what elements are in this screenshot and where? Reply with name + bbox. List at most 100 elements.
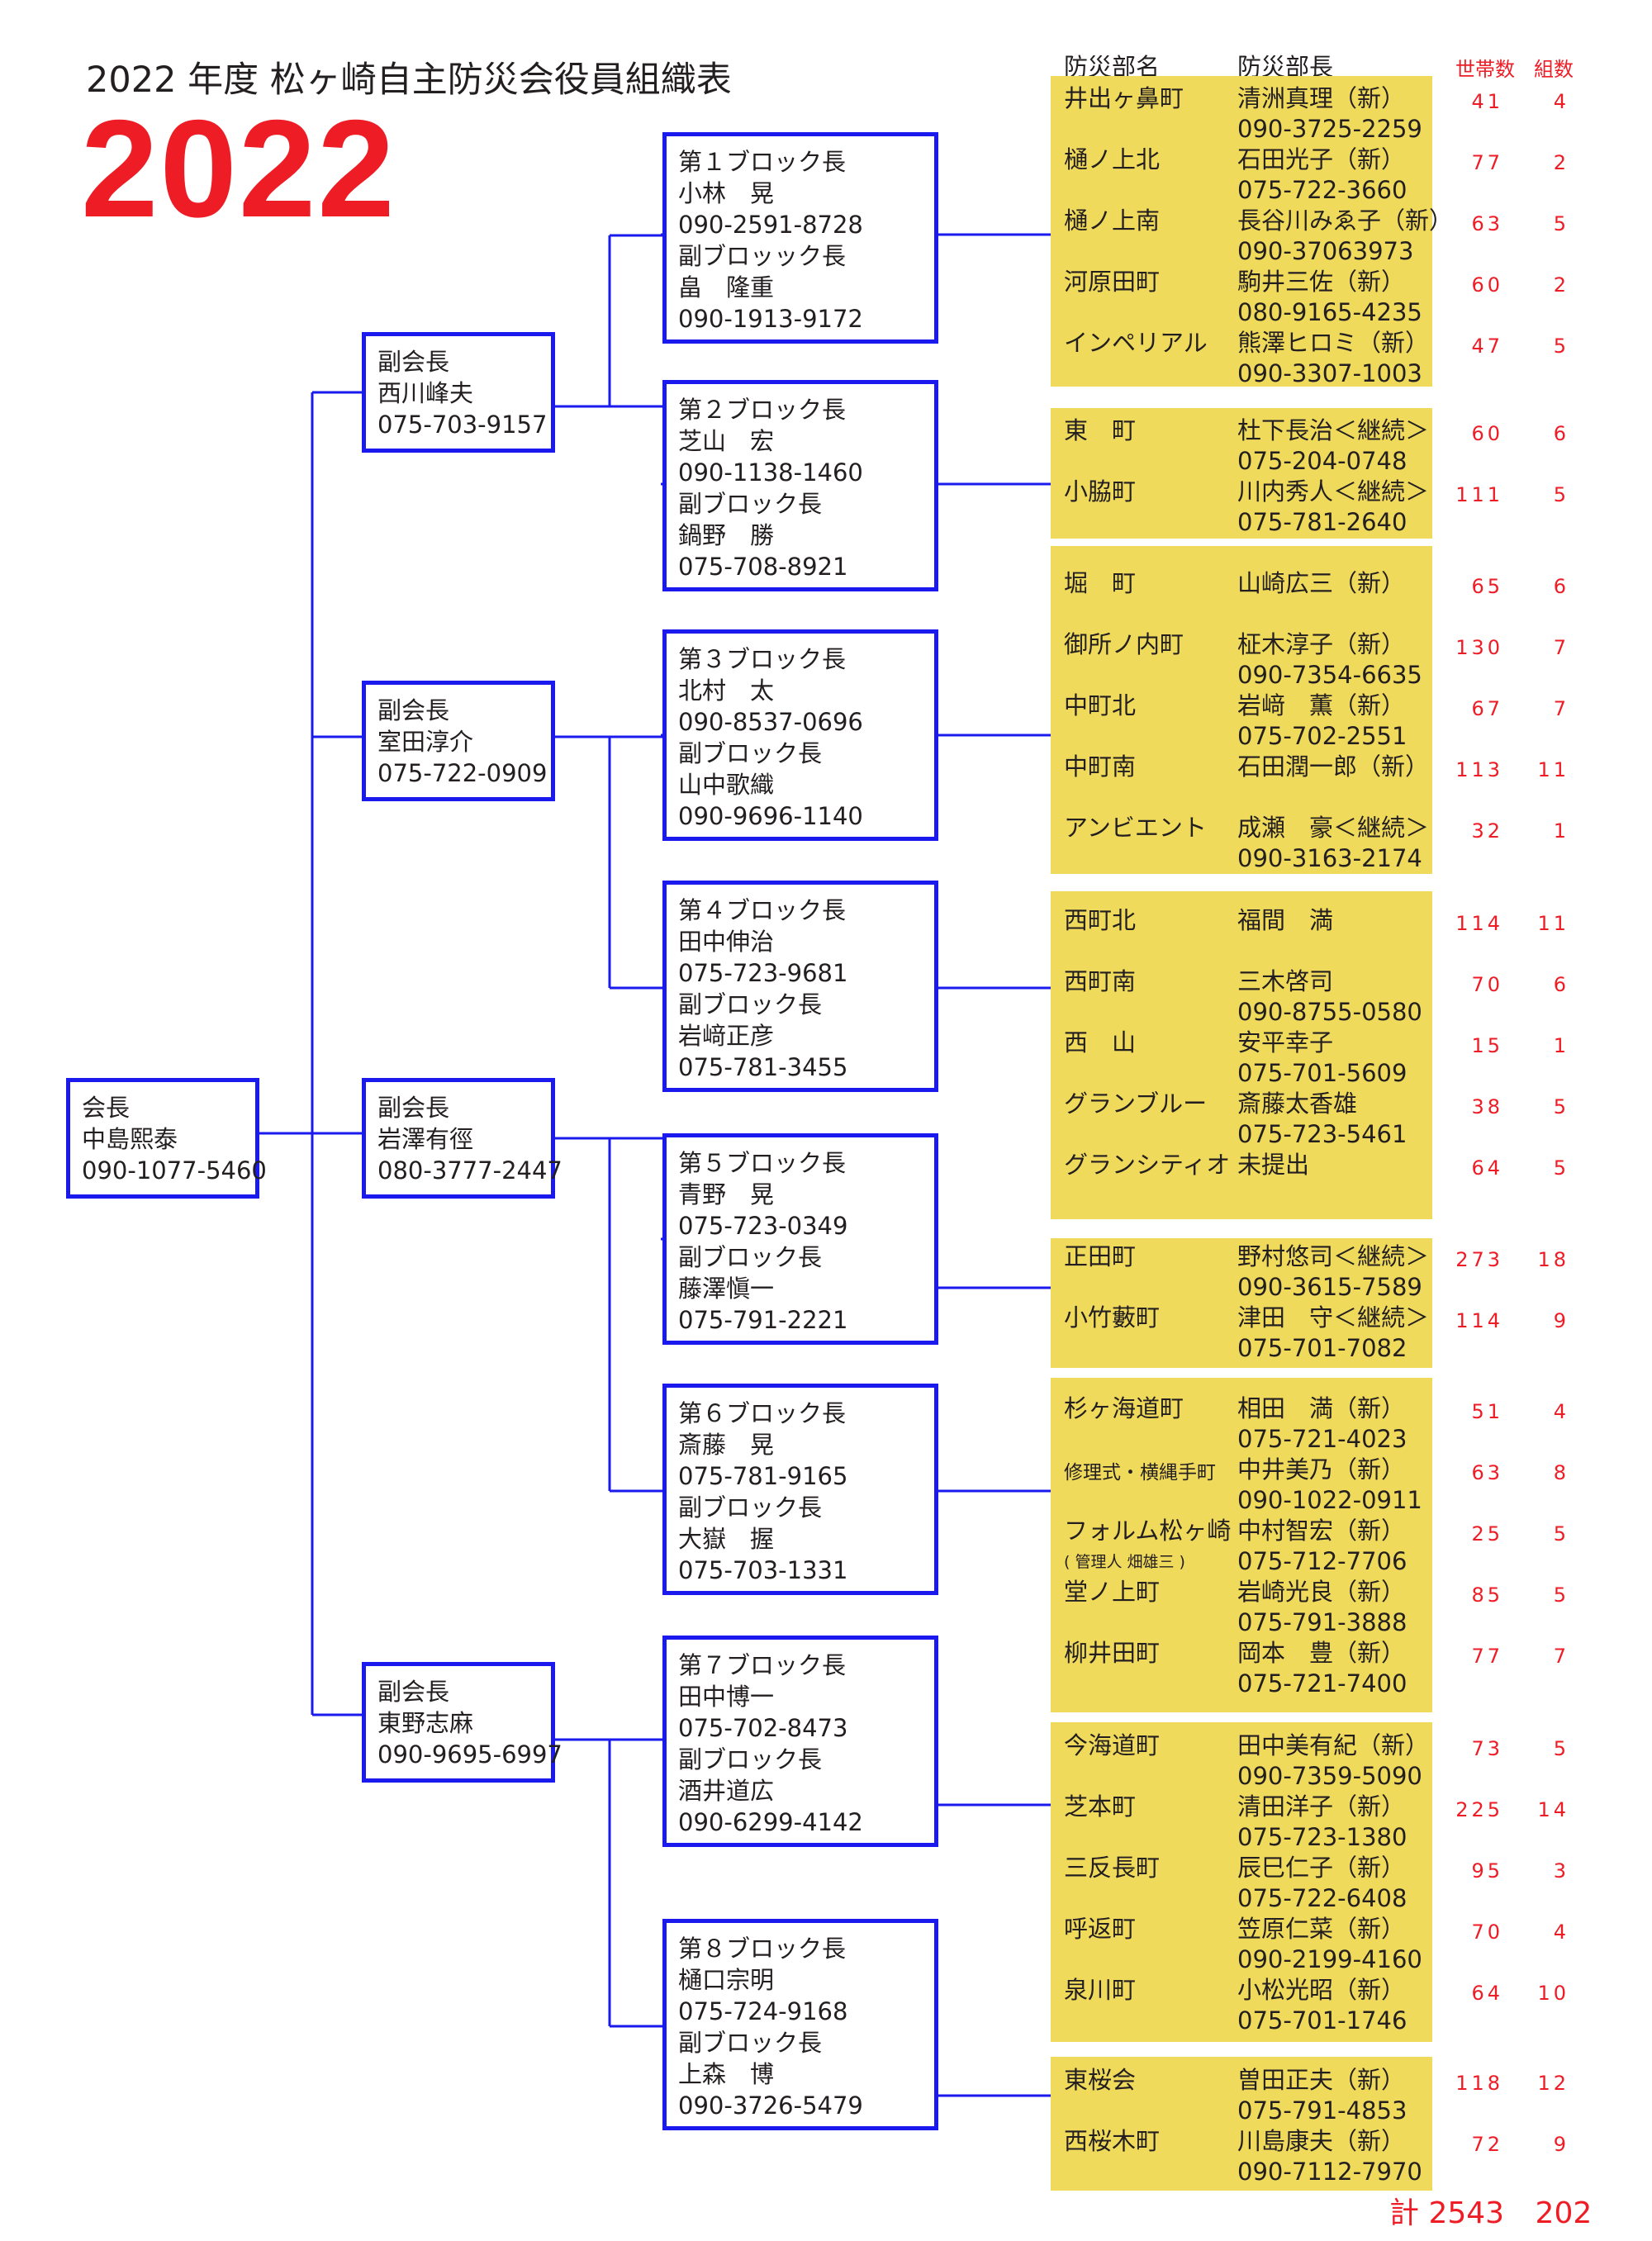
district-phone: 075-781-2640 xyxy=(1237,508,1408,536)
district-groups: 18 xyxy=(1537,1248,1569,1271)
district-phone: 075-204-0748 xyxy=(1237,447,1408,475)
big-year: 2022 xyxy=(81,91,396,246)
district-households: 41 xyxy=(1471,90,1503,113)
district-households: 130 xyxy=(1455,636,1503,659)
district-households: 70 xyxy=(1471,1921,1503,1944)
district-dept: 西 山 xyxy=(1064,1028,1137,1056)
district-phone: 075-712-7706 xyxy=(1237,1547,1408,1575)
district-head: 成瀬 豪＜継続＞ xyxy=(1237,814,1430,842)
district-panel-7 xyxy=(1051,1722,1432,2042)
district-head: 岩崎光良（新） xyxy=(1237,1578,1406,1606)
district-households: 64 xyxy=(1471,1156,1503,1180)
block-sub-phone: 075-791-2221 xyxy=(678,1306,848,1334)
district-phone: 090-1022-0911 xyxy=(1237,1486,1422,1514)
district-phone: 075-701-7082 xyxy=(1237,1334,1408,1362)
district-phone: 075-721-4023 xyxy=(1237,1425,1408,1453)
district-groups: 9 xyxy=(1553,2133,1569,2156)
district-households: 95 xyxy=(1471,1859,1503,1883)
district-panel-6 xyxy=(1051,1378,1432,1712)
district-dept: インペリアル xyxy=(1064,329,1208,357)
district-households: 65 xyxy=(1471,575,1503,598)
district-dept: 泉川町 xyxy=(1064,1976,1137,2004)
district-dept: 呼返町 xyxy=(1064,1915,1137,1943)
district-dept: 杉ヶ海道町 xyxy=(1064,1394,1184,1422)
district-head: 曽田正夫（新） xyxy=(1237,2066,1406,2094)
block-name: 斎藤 晃 xyxy=(678,1431,775,1459)
district-head: 清洲真理（新） xyxy=(1237,84,1406,112)
block-name: 田中伸治 xyxy=(678,928,775,956)
district-dept: 三反長町 xyxy=(1064,1854,1161,1882)
block-role: 第８ブロック長 xyxy=(678,1935,847,1963)
district-households: 85 xyxy=(1471,1583,1503,1607)
district-groups: 9 xyxy=(1553,1309,1569,1332)
district-phone: 075-723-5461 xyxy=(1237,1120,1408,1148)
district-head: 川内秀人＜継続＞ xyxy=(1237,477,1430,506)
district-groups: 4 xyxy=(1553,1400,1569,1423)
district-groups: 12 xyxy=(1537,2072,1569,2095)
district-groups: 6 xyxy=(1553,973,1569,996)
district-groups: 5 xyxy=(1553,335,1569,358)
district-panel-1 xyxy=(1051,76,1432,387)
district-head: 山崎広三（新） xyxy=(1237,569,1406,597)
district-groups: 5 xyxy=(1553,1522,1569,1545)
block-sub-phone: 075-703-1331 xyxy=(678,1556,848,1584)
district-phone: 075-702-2551 xyxy=(1237,722,1408,750)
vice-president-4-box: 副会長 東野志麻 090-9695-6997 xyxy=(362,1662,563,1783)
district-households: 63 xyxy=(1471,212,1503,235)
block-sub-phone: 090-9696-1140 xyxy=(678,802,863,830)
district-groups: 7 xyxy=(1553,1645,1569,1668)
district-phone: 080-9165-4235 xyxy=(1237,298,1422,326)
block-sub-phone: 090-3726-5479 xyxy=(678,2091,863,2120)
vice-president-1-box: 副会長 西川峰夫 075-703-9157 xyxy=(362,332,555,453)
district-households: 77 xyxy=(1471,151,1503,174)
vp-role: 副会長 xyxy=(377,1094,450,1122)
district-head: 柾木淳子（新） xyxy=(1237,630,1406,658)
block-sub-name: 岩﨑正彦 xyxy=(678,1022,775,1050)
vp-name: 室田淳介 xyxy=(377,728,474,756)
district-groups: 6 xyxy=(1553,575,1569,598)
district-households: 114 xyxy=(1455,912,1503,935)
page-title: 2022 年度 松ヶ崎自主防災会役員組織表 xyxy=(86,59,732,101)
district-phone: 075-722-6408 xyxy=(1237,1884,1408,1912)
block-sub-role: 副ブロック長 xyxy=(678,490,823,518)
district-households: 60 xyxy=(1471,422,1503,445)
vp-phone: 075-722-0909 xyxy=(377,759,548,787)
district-head: 笠原仁菜（新） xyxy=(1237,1915,1406,1943)
vp-phone: 075-703-9157 xyxy=(377,411,548,439)
district-head: 相田 満（新） xyxy=(1237,1394,1406,1422)
district-panel-8 xyxy=(1051,2057,1432,2191)
district-note: ( 管理人 畑雄三 ) xyxy=(1064,1553,1185,1571)
district-phone: 075-791-3888 xyxy=(1237,1608,1408,1636)
district-groups: 7 xyxy=(1553,636,1569,659)
district-phone: 090-2199-4160 xyxy=(1237,1945,1422,1973)
district-dept: 正田町 xyxy=(1064,1242,1137,1270)
district-groups: 4 xyxy=(1553,90,1569,113)
block-role: 第６ブロック長 xyxy=(678,1399,847,1427)
vp-name: 東野志麻 xyxy=(377,1709,474,1737)
district-households: 77 xyxy=(1471,1645,1503,1668)
president-phone: 090-1077-5460 xyxy=(82,1156,267,1185)
district-households: 67 xyxy=(1471,697,1503,720)
district-groups: 10 xyxy=(1537,1982,1569,2005)
district-households: 60 xyxy=(1471,273,1503,297)
block-role: 第１ブロック長 xyxy=(678,148,847,176)
district-phone: 090-7359-5090 xyxy=(1237,1762,1422,1790)
district-head: 津田 守＜継続＞ xyxy=(1237,1303,1430,1332)
district-groups: 5 xyxy=(1553,1583,1569,1607)
district-households: 70 xyxy=(1471,973,1503,996)
vp-role: 副会長 xyxy=(377,1678,450,1706)
district-head: 駒井三佐（新） xyxy=(1237,268,1406,296)
district-head: 未提出 xyxy=(1237,1151,1310,1179)
district-head: 長谷川みゑ子（新） xyxy=(1237,207,1454,235)
district-households: 25 xyxy=(1471,1522,1503,1545)
district-households: 114 xyxy=(1455,1309,1503,1332)
block-sub-name: 酒井道広 xyxy=(678,1777,775,1805)
district-head: 田中美有紀（新） xyxy=(1237,1731,1430,1759)
district-households: 273 xyxy=(1455,1248,1503,1271)
block-sub-role: 副ブロック長 xyxy=(678,2029,823,2057)
